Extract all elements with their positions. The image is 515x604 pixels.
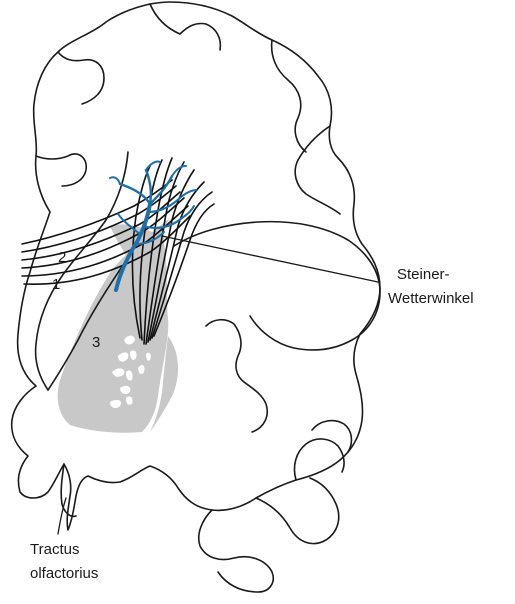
- sulcus-lower-right: [294, 439, 344, 480]
- sulcus-right-upper: [272, 40, 306, 152]
- region-label-1: 1: [52, 276, 60, 293]
- tractus-label-line1: Tractus: [30, 541, 79, 558]
- region-label-2: 2: [58, 249, 66, 266]
- tractus-label-line2: olfactorius: [30, 565, 98, 582]
- steiner-leader-line: [162, 236, 378, 282]
- insula-notch: [206, 320, 267, 432]
- lower-lobe-loop: [199, 510, 273, 592]
- sulcus-right-mid: [295, 126, 340, 214]
- brain-outline: [12, 2, 380, 592]
- temporal-lobe-outline: [174, 222, 380, 350]
- lower-right-loop: [256, 478, 339, 544]
- sulcus-upper-left: [58, 52, 104, 104]
- cortex-outline-main: [12, 2, 380, 530]
- sulcus-left-mid: [36, 154, 86, 186]
- sulcus-lower-right-inner: [312, 421, 351, 452]
- region-label-3: 3: [92, 334, 100, 351]
- steiner-label-line2: Wetterwinkel: [388, 290, 474, 307]
- sulcus-top-right: [150, 4, 220, 50]
- steiner-label-line1: Steiner-: [397, 266, 450, 283]
